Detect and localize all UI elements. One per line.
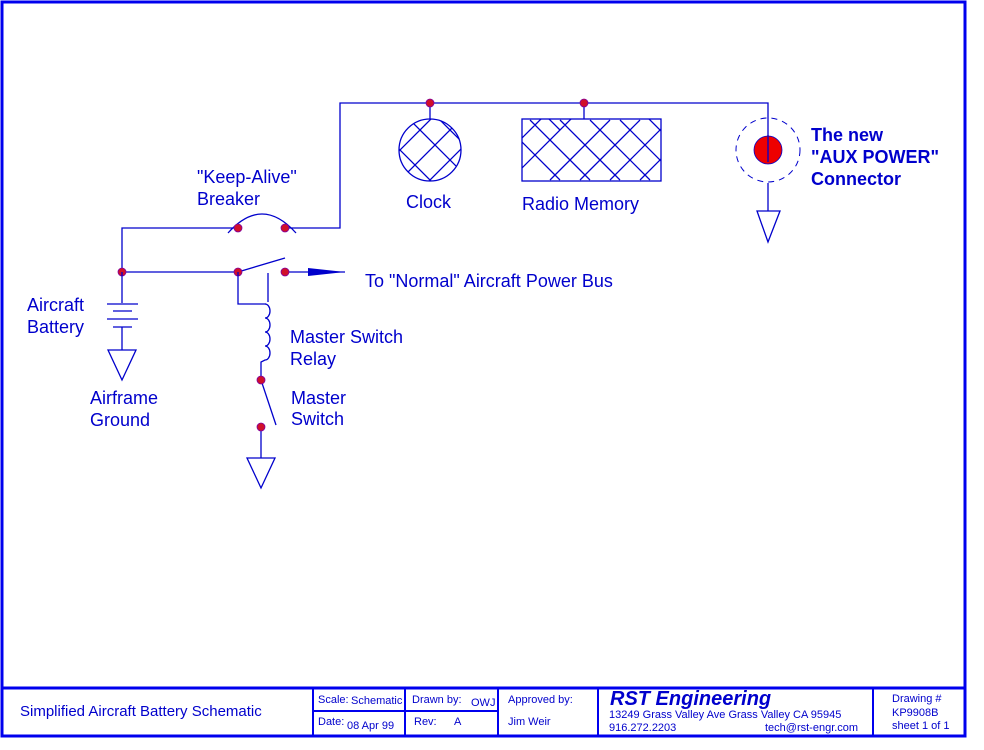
node: [425, 98, 435, 108]
drawn-by-value: OWJ: [471, 697, 495, 709]
company-address: 13249 Grass Valley Ave Grass Valley CA 9…: [609, 709, 841, 721]
ground-label-1: Airframe: [90, 388, 158, 408]
rev-value: A: [454, 716, 462, 728]
switch-label-1: Master: [291, 388, 346, 408]
relay-coil: [237, 272, 271, 380]
node: [280, 223, 290, 233]
ground-label-2: Ground: [90, 410, 150, 430]
master-switch: [245, 379, 277, 490]
approved-by-label: Approved by:: [508, 694, 573, 706]
battery-label-1: Aircraft: [27, 295, 84, 315]
top-bus-wire: [285, 102, 769, 229]
normal-bus-label: To "Normal" Aircraft Power Bus: [365, 271, 613, 291]
battery-label-2: Battery: [27, 317, 84, 337]
company-phone: 916.272.2203: [609, 722, 676, 734]
node: [579, 98, 589, 108]
drawing-frame: [0, 0, 967, 738]
node: [256, 375, 266, 385]
node: [280, 267, 290, 277]
company-email: tech@rst-engr.com: [765, 722, 858, 734]
node: [233, 223, 243, 233]
keep-alive-label: "Keep-Alive": [197, 167, 297, 187]
drawn-by-label: Drawn by:: [412, 694, 462, 706]
clock-symbol: [398, 103, 462, 182]
aux-label-1: The new: [811, 125, 884, 145]
clock-label: Clock: [406, 192, 452, 212]
aux-label-2: "AUX POWER": [811, 147, 939, 167]
drawing-number-label: Drawing #: [892, 693, 942, 705]
relay-label-1: Master Switch: [290, 327, 403, 347]
aux-power-connector: [735, 117, 801, 244]
scale-label: Scale:: [318, 694, 349, 706]
keep-alive-breaker: [121, 213, 297, 272]
rev-label: Rev:: [414, 716, 437, 728]
aux-label-3: Connector: [811, 169, 901, 189]
company-name: RST Engineering: [610, 688, 771, 710]
approved-by-value: Jim Weir: [508, 716, 551, 728]
breaker-label-text: Breaker: [197, 189, 260, 209]
title-block: [312, 688, 874, 736]
date-value: 08 Apr 99: [347, 720, 394, 732]
node: [256, 422, 266, 432]
drawing-title: Simplified Aircraft Battery Schematic: [20, 703, 262, 720]
sheet-number: sheet 1 of 1: [892, 720, 950, 732]
scale-value: Schematic: [351, 695, 403, 707]
switch-label-2: Switch: [291, 409, 344, 429]
radio-memory-label: Radio Memory: [522, 194, 639, 214]
relay-label-2: Relay: [290, 349, 336, 369]
date-label: Date:: [318, 716, 344, 728]
arrow-icon: [308, 268, 345, 276]
battery-symbol: [106, 272, 138, 382]
drawing-number: KP9908B: [892, 707, 938, 719]
relay-contact: [122, 257, 345, 302]
